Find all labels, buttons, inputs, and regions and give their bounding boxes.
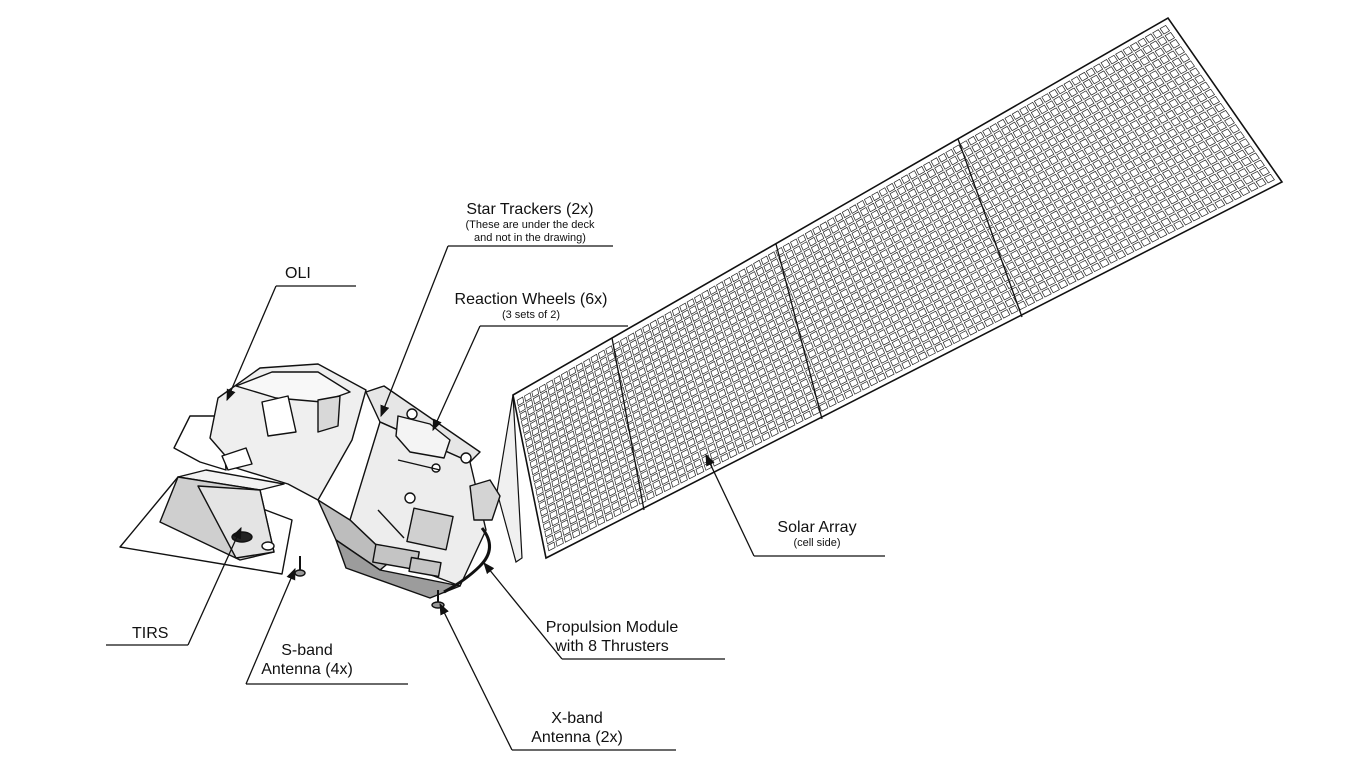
s-band-line-2: Antenna (4x) [261,661,353,678]
reaction-wheel-mount-2 [460,452,472,464]
solar-cells [516,24,1275,552]
s-band-leader [245,567,296,685]
oli-aperture [221,447,253,471]
solar-array-boom [443,527,491,594]
x-band-line-2: Antenna (2x) [531,729,623,746]
oli-window-1 [261,395,297,437]
solar-array-edge [496,394,523,563]
spacecraft [119,363,501,609]
bus-detail-1 [404,492,416,504]
tirs-leader [187,526,242,646]
x-band-line-1: X-band [551,710,603,727]
x-band-leader [439,602,513,751]
propulsion-leader [483,562,563,660]
reaction-wheel-housing [395,415,451,459]
tirs-title: TIRS [132,625,169,642]
label-tirs: TIRS [132,624,168,643]
tirs-port-2 [261,541,275,551]
solar-panel-divider-2 [775,243,823,420]
reaction-wheels-leader [432,325,481,432]
bus-strut-2 [377,509,405,539]
label-star-trackers: Star Trackers (2x) (These are under the … [446,200,614,245]
callout-lines [106,245,885,751]
solar-array-leader [705,453,755,557]
solar-drive-yoke [469,479,501,521]
star-trackers-title: Star Trackers (2x) [466,201,594,218]
label-s-band: S-band Antenna (4x) [252,641,362,679]
solar-array [496,16,1284,563]
label-oli: OLI [285,264,311,283]
solar-panel-divider-1 [611,337,645,511]
equipment-panel-3 [408,556,442,578]
star-trackers-note-2: and not in the drawing) [474,232,586,244]
label-reaction-wheels: Reaction Wheels (6x) (3 sets of 2) [446,290,616,322]
s-band-antenna [294,556,306,577]
solar-panel-divider-3 [957,138,1023,318]
solar-array-title: Solar Array [777,519,857,536]
solar-cell-grid [516,24,1275,552]
label-solar-array: Solar Array (cell side) [752,518,882,550]
reaction-wheel-mount-1 [406,408,418,420]
label-x-band: X-band Antenna (2x) [512,709,642,747]
bus-strut-1 [397,459,441,471]
oli-window-2 [317,395,341,433]
label-propulsion: Propulsion Module with 8 Thrusters [527,618,697,656]
s-band-line-1: S-band [281,642,333,659]
equipment-panel-1 [406,507,454,551]
tirs-face [197,485,275,559]
reaction-wheels-note: (3 sets of 2) [501,309,561,321]
propulsion-line-2: with 8 Thrusters [555,638,669,655]
propulsion-line-1: Propulsion Module [545,619,679,636]
solar-array-note: (cell side) [793,537,841,549]
star-trackers-leader [380,245,449,418]
star-trackers-note-1: (These are under the deck [465,219,595,231]
oli-leader [226,285,277,402]
reaction-wheels-title: Reaction Wheels (6x) [454,291,608,308]
oli-top [235,371,351,403]
oli-title: OLI [285,265,311,282]
